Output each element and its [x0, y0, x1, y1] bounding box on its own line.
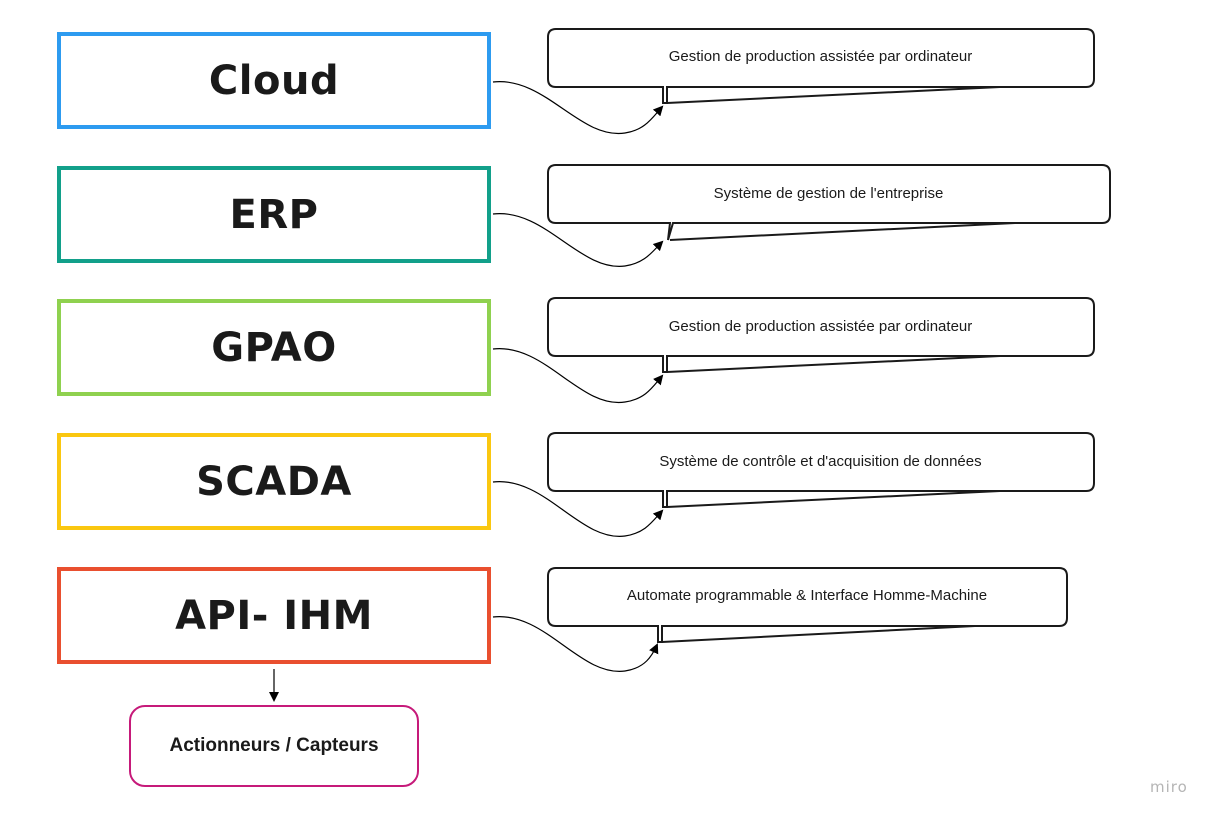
- level-title-api-ihm: API- IHM: [175, 592, 373, 639]
- connector-cloud[interactable]: [492, 81, 664, 135]
- callout-text-api-ihm: Automate programmable & Interface Homme-…: [626, 587, 988, 604]
- connector-api-ihm[interactable]: [492, 616, 659, 672]
- connector-scada[interactable]: [492, 481, 664, 537]
- level-title-scada: SCADA: [196, 458, 352, 505]
- connector-erp[interactable]: [492, 213, 664, 267]
- callout-text-erp: Système de gestion de l'entreprise: [713, 185, 944, 202]
- level-box-api-ihm[interactable]: API- IHM: [57, 567, 491, 664]
- actuators-sensors-box[interactable]: Actionneurs / Capteurs: [129, 705, 419, 787]
- callout-tail-scada: [666, 490, 1001, 508]
- callout-bubble-erp[interactable]: [547, 164, 1111, 241]
- callout-tail-cloud: [666, 86, 1001, 104]
- callout-text-scada: Système de contrôle et d'acquisition de …: [659, 453, 982, 470]
- callout-bubble-gpao[interactable]: [547, 297, 1095, 373]
- callout-bubble-api-ihm[interactable]: [547, 567, 1068, 643]
- callout-bubble-cloud[interactable]: [547, 28, 1095, 104]
- callout-tail-erp: [669, 222, 1016, 241]
- callout-tail-api-ihm: [661, 625, 976, 643]
- callout-text-gpao: Gestion de production assistée par ordin…: [668, 318, 973, 335]
- callout-text-cloud: Gestion de production assistée par ordin…: [668, 48, 973, 65]
- level-box-gpao[interactable]: GPAO: [57, 299, 491, 396]
- actuators-sensors-label: Actionneurs / Capteurs: [169, 735, 379, 756]
- level-title-cloud: Cloud: [208, 57, 340, 104]
- callout-tail-gpao: [666, 355, 1001, 373]
- callout-bubble-scada[interactable]: [547, 432, 1095, 508]
- miro-watermark: miro: [1150, 778, 1188, 796]
- level-box-erp[interactable]: ERP: [57, 166, 491, 263]
- level-title-gpao: GPAO: [211, 324, 337, 371]
- level-title-erp: ERP: [229, 191, 319, 238]
- level-box-scada[interactable]: SCADA: [57, 433, 491, 530]
- connector-gpao[interactable]: [492, 348, 664, 404]
- level-box-cloud[interactable]: Cloud: [57, 32, 491, 129]
